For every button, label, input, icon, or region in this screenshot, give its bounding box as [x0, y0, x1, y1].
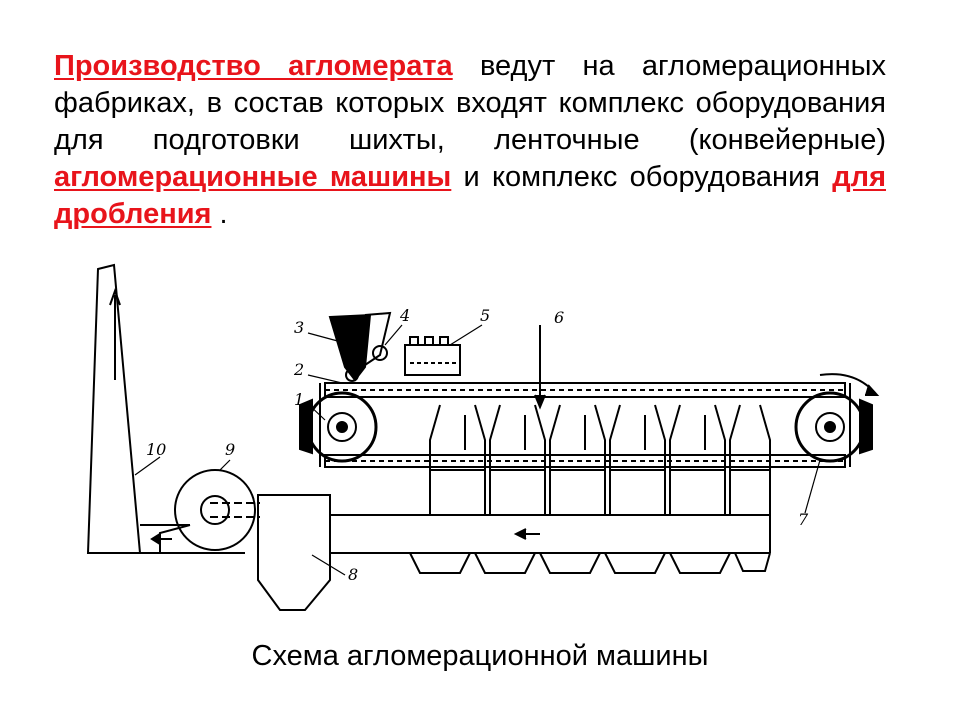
label-6: 6: [554, 308, 564, 327]
text-segment: .: [211, 198, 228, 230]
label-3: 3: [294, 318, 304, 337]
exhaust-fan: [159, 469, 260, 553]
label-2: 2: [293, 360, 304, 379]
label-9: 9: [225, 440, 235, 459]
air-flow-arrows: [464, 325, 706, 450]
ignition-hearth: [404, 336, 461, 376]
label-leaders: [134, 324, 821, 576]
drive-sprocket: [299, 391, 378, 463]
suction-boxes: [429, 404, 771, 516]
sinter-machine-diagram: 1 2 3 4 5 6 7 8 9 10: [86, 263, 880, 611]
diagram-caption: Схема агломерационной машины: [251, 640, 709, 672]
highlight-sinter-production: Производство агломерата: [54, 50, 453, 82]
label-10: 10: [146, 440, 166, 459]
conveyor-belt: [319, 382, 851, 468]
diagram-labels: 1 2 3 4 5 6 7 8 9 10: [146, 306, 809, 584]
duct-hoppers: [409, 552, 771, 574]
label-5: 5: [480, 306, 490, 325]
charge-hopper: [328, 311, 392, 382]
intro-paragraph: Производство агломерата ведут на агломер…: [54, 48, 886, 233]
tail-sprocket: [794, 373, 880, 463]
label-1: 1: [294, 390, 304, 409]
text-segment: и комплекс оборудования: [451, 161, 833, 193]
dust-collector: [257, 494, 771, 611]
highlight-crushing: для дробления: [54, 161, 886, 230]
label-7: 7: [798, 510, 809, 529]
label-8: 8: [348, 565, 358, 584]
chimney: [86, 263, 245, 554]
highlight-sinter-machines: агломерационные машины: [54, 161, 452, 193]
label-4: 4: [399, 306, 410, 325]
text-segment: ведут на агломерационных фабриках, в сос…: [54, 50, 887, 156]
